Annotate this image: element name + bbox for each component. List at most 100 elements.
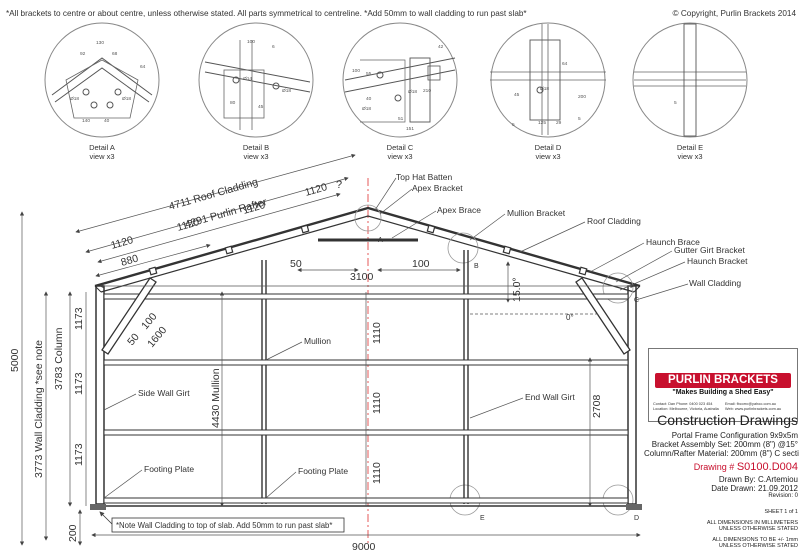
footing-plate-right — [626, 504, 642, 510]
drawn-by: Drawn By: C.Artemiou — [718, 475, 798, 484]
end-girt-2708: 2708 — [591, 394, 603, 418]
detail-d-label: Detail D — [535, 143, 562, 152]
brace-50: 50 — [125, 331, 142, 348]
question-mark: ? — [336, 179, 342, 191]
title-block-logo: PURLIN BRACKETS "Makes Building a Shed E… — [648, 348, 798, 422]
callout-leaders — [103, 177, 689, 499]
rafter-spacing-2: 1120 — [176, 216, 201, 234]
title-block-info: Construction Drawings Portal Frame Confi… — [644, 412, 799, 549]
dim-a-64: 64 — [140, 64, 146, 70]
edge-880: 880 — [120, 252, 140, 268]
marker-b: B — [474, 263, 479, 270]
dim-c-40: 40 — [366, 96, 372, 102]
dim-a-92: 92 — [80, 51, 86, 57]
dim-c-42: 42 — [438, 44, 444, 50]
mullion-height: 4430 Mullion — [210, 368, 222, 428]
rafter-spacing-1: 1120 — [110, 234, 135, 252]
total-height-5000: 5000 — [9, 348, 21, 372]
detail-a-circle: 130 92 68 64 Ø18 Ø18 140 40 — [44, 22, 160, 138]
detail-d-view: view x3 — [535, 152, 560, 161]
dim-d-29: 29 — [556, 120, 562, 126]
dim-d-5a: 5 — [512, 122, 515, 128]
dim-50-top: 50 — [290, 258, 302, 270]
dim-b-80: 80 — [230, 100, 236, 106]
mullion-label: Mullion — [304, 336, 331, 346]
footing-plate-centre-label: Footing Plate — [298, 466, 348, 476]
left-dim-lines — [19, 211, 641, 546]
marker-d: D — [634, 515, 639, 522]
dim-c-55: 55 — [366, 71, 372, 77]
drawing-number-value: S0100.D004 — [736, 461, 798, 473]
detail-a-label: Detail A — [89, 143, 115, 152]
apex-brace-label: Apex Brace — [437, 205, 481, 215]
girt-left-3: 1173 — [73, 443, 85, 466]
detail-e-view: view x3 — [677, 152, 702, 161]
girt-centre-3: 1110 — [371, 462, 383, 484]
dim-d-125: 125 — [538, 120, 546, 126]
dim-a-d18-1: Ø18 — [70, 96, 79, 102]
girt-left-1: 1173 — [73, 307, 85, 330]
dim-d-d18: Ø18 — [540, 86, 549, 92]
tolerance-note-1: ALL DIMENSIONS TO BE +/- 1mm — [712, 537, 798, 543]
marker-circle-b — [447, 232, 479, 264]
dim-c-100: 100 — [352, 68, 360, 74]
apex-bracket-label: Apex Bracket — [412, 183, 463, 193]
sheet-number: SHEET 1 of 1 — [764, 509, 798, 515]
revision: Revision: 0 — [768, 493, 798, 499]
side-wall-girt-label: Side Wall Girt — [138, 388, 190, 398]
detail-c-view: view x3 — [387, 152, 412, 161]
span-3100: 3100 — [350, 271, 374, 283]
footing-plate-left-label: Footing Plate — [144, 464, 194, 474]
detail-b-view: view x3 — [243, 152, 268, 161]
dim-b-d18: Ø18 — [282, 88, 291, 94]
slab-200: 200 — [67, 524, 79, 542]
drawing-title: Construction Drawings — [657, 412, 798, 428]
frame-config: Portal Frame Configuration 9x9x5m — [671, 431, 798, 440]
girt-centre-1: 1110 — [371, 322, 383, 344]
dim-c-d18-2: Ø18 — [362, 106, 371, 112]
dim-b-6: 6 — [272, 44, 275, 50]
mullion-bracket-label: Mullion Bracket — [507, 208, 566, 218]
zero-degree: 0° — [566, 313, 574, 322]
detail-c-label: Detail C — [387, 143, 414, 152]
column-material: Column/Rafter Material: 200mm (8") C sec… — [644, 449, 799, 458]
units-note-2: UNLESS OTHERWISE STATED — [718, 526, 798, 532]
general-notes: *All brackets to centre or about centre,… — [6, 9, 527, 18]
end-wall-girt-label: End Wall Girt — [525, 392, 575, 402]
top-hat-batten-label: Top Hat Batten — [396, 172, 453, 182]
dim-c-210: 210 — [423, 88, 431, 94]
copyright: © Copyright, Purlin Brackets 2014 — [673, 9, 797, 18]
wall-cladding-dim: 3773 Wall Cladding *see note — [33, 340, 45, 478]
contact-right: Email: fbcorrc@yahoo.com.au Web: www.pur… — [725, 402, 795, 412]
haunch-braces — [101, 277, 631, 355]
dim-b-100: 100 — [247, 39, 255, 45]
detail-c-circle: 42 100 55 Ø18 210 40 51 151 Ø18 — [342, 22, 458, 138]
roof-dim-lines — [75, 153, 635, 289]
mullions — [261, 250, 469, 504]
bracket-assembly: Bracket Assembly Set: 200mm (8") @15° — [651, 440, 798, 449]
gutter-girt-bracket-label: Gutter Girt Bracket — [674, 245, 745, 255]
dim-e-5: 5 — [674, 100, 677, 106]
detail-d-circle: 64 Ø18 200 45 5 125 29 5 — [490, 22, 606, 138]
dim-a-140: 140 — [82, 118, 90, 124]
detail-b-label: Detail B — [243, 143, 269, 152]
tolerance-note-2: UNLESS OTHERWISE STATED — [718, 543, 798, 549]
girt-left-2: 1173 — [73, 372, 85, 395]
marker-a: A — [378, 237, 383, 244]
units-note-1: ALL DIMENSIONS IN MILLIMETERS — [706, 520, 798, 526]
detail-b-circle: 100 6 Ø14 Ø18 80 45 — [198, 22, 314, 138]
contact-phone: Contact: Dan Phone: 0400 023 454 — [653, 402, 713, 406]
dim-d-200: 200 — [578, 94, 586, 100]
drawing-number-label: Drawing # — [693, 462, 735, 472]
haunch-brace-label: Haunch Brace — [646, 237, 700, 247]
marker-e: E — [480, 515, 485, 522]
marker-c: C — [634, 297, 639, 304]
slab-note-box — [111, 517, 345, 533]
dim-a-d18-2: Ø18 — [122, 96, 131, 102]
contact-location: Location: Melbourne, Victoria, Australia — [653, 407, 719, 411]
contact-left: Contact: Dan Phone: 0400 023 454 Locatio… — [653, 402, 723, 412]
contact-email: Email: fbcorrc@yahoo.com.au — [725, 402, 776, 406]
dim-a-40: 40 — [104, 118, 110, 124]
